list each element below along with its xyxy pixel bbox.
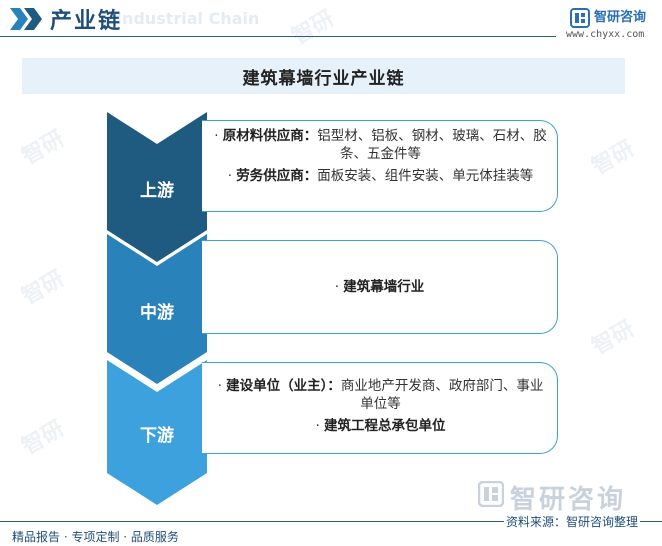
stage-item: · 劳务供应商：面板安装、组件安装、单元体挂装等 — [227, 168, 534, 184]
stage-box-downstream: · 建设单位（业主）：商业地产开发商、政府部门、事业单位等 · 建筑工程总承包单… — [202, 362, 558, 454]
stage-chevron-downstream — [107, 360, 207, 505]
watermark: 智研 — [287, 6, 339, 50]
watermark: 智研 — [17, 126, 69, 170]
footer-logo-icon — [478, 481, 504, 507]
item-head: 建筑幕墙行业 — [343, 279, 425, 295]
item-text: 铝型材、铝板、钢材、玻璃、石材、胶条、五金件等 — [317, 128, 547, 162]
diagram-title-banner: 建筑幕墙行业产业链 — [22, 58, 625, 94]
diagram-title: 建筑幕墙行业产业链 — [242, 68, 405, 89]
header-ghost-text: Industrial Chain — [116, 9, 260, 28]
footer-slogan: 精品报告 · 专项定制 · 品质服务 — [12, 530, 179, 544]
item-text: 商业地产开发商、政府部门、事业单位等 — [340, 378, 544, 412]
stage-chevron-midstream — [107, 234, 207, 384]
header-chevrons-icon — [10, 8, 42, 30]
watermark: 智研 — [587, 136, 639, 180]
stage-label-downstream: 下游 — [140, 426, 174, 446]
stage-chevron-upstream — [107, 112, 207, 262]
footer-divider — [0, 521, 662, 522]
brand-name: 智研咨询 — [594, 10, 647, 25]
page-title: 产业链 — [50, 9, 123, 34]
watermark: 智研 — [17, 416, 69, 460]
item-head: 劳务供应商： — [236, 168, 318, 184]
stage-label-midstream: 中游 — [140, 303, 174, 323]
brand-url: www.chyxx.com — [566, 29, 645, 40]
watermark: 智研 — [587, 316, 639, 360]
footer-brand: 智研咨询 — [510, 485, 627, 515]
stage-item: · 建筑幕墙行业 — [334, 279, 425, 295]
item-text: 面板安装、组件安装、单元体挂装等 — [317, 168, 534, 184]
stage-box-midstream: · 建筑幕墙行业 — [202, 240, 558, 334]
item-head: 建设单位（业主）： — [226, 378, 341, 394]
stage-label-upstream: 上游 — [140, 181, 174, 201]
header-divider — [0, 36, 556, 37]
stage-item: · 原材料供应商：铝型材、铝板、钢材、玻璃、石材、胶条、五金件等 — [214, 128, 547, 162]
footer-source: 资料来源：智研咨询整理 — [504, 513, 641, 530]
brand-logo-icon — [570, 8, 590, 28]
stage-item: · 建筑工程总承包单位 — [315, 418, 446, 434]
item-head: 建筑工程总承包单位 — [324, 418, 446, 434]
watermark: 智研 — [17, 266, 69, 310]
item-head: 原材料供应商： — [222, 128, 318, 144]
stage-box-upstream: · 原材料供应商：铝型材、铝板、钢材、玻璃、石材、胶条、五金件等 · 劳务供应商… — [202, 120, 558, 212]
stage-item: · 建设单位（业主）：商业地产开发商、政府部门、事业单位等 — [217, 378, 544, 412]
